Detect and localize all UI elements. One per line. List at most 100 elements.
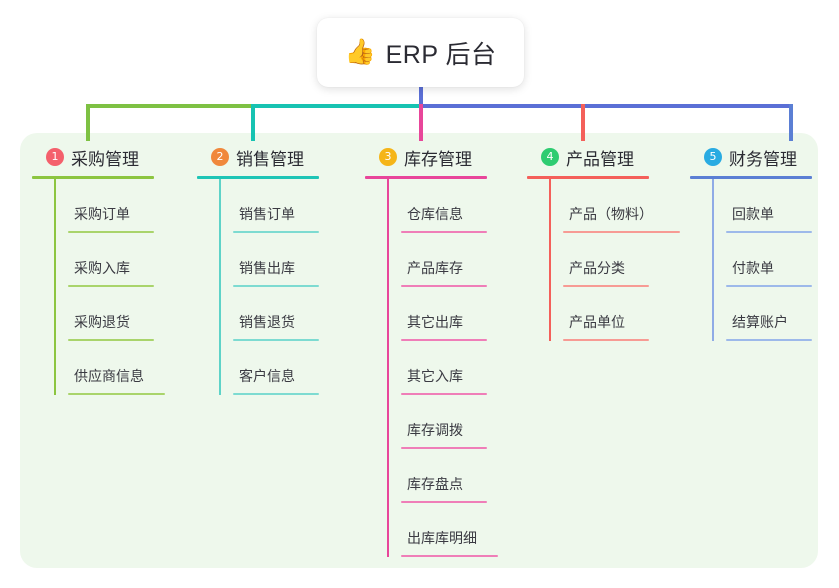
list-item-rule (563, 339, 649, 341)
branch-rule-3 (365, 176, 487, 179)
list-item-label: 供应商信息 (74, 368, 144, 384)
list-item[interactable]: 供应商信息 (54, 341, 182, 395)
list-item[interactable]: 库存盘点 (387, 449, 525, 503)
list-item-rule (233, 231, 319, 233)
branch-column-4[interactable]: 4 产品管理 产品（物料） 产品分类 产品单位 (527, 143, 697, 341)
list-item-label: 回款单 (732, 206, 774, 222)
list-item-rule (401, 501, 487, 503)
list-item[interactable]: 出库库明细 (387, 503, 525, 557)
list-item[interactable]: 结算账户 (712, 287, 839, 341)
list-item-rule (401, 231, 487, 233)
list-item[interactable]: 其它出库 (387, 287, 525, 341)
list-item-rule (563, 231, 680, 233)
list-item[interactable]: 产品（物料） (549, 179, 697, 233)
branch-header-5[interactable]: 5 财务管理 (690, 143, 839, 171)
branch-rule-4 (527, 176, 649, 179)
list-item-rule (233, 339, 319, 341)
branch-trunk-5 (712, 179, 714, 341)
thumbs-up-icon: 👍 (344, 38, 376, 66)
list-item[interactable]: 销售出库 (219, 233, 347, 287)
branch-title-1: 采购管理 (71, 149, 139, 169)
branch-title-4: 产品管理 (566, 149, 634, 169)
list-item[interactable]: 客户信息 (219, 341, 347, 395)
branch-column-1[interactable]: 1 采购管理 采购订单 采购入库 采购退货 供应商信息 (32, 143, 182, 395)
drop-line-column-2 (251, 104, 255, 141)
list-item-label: 采购入库 (74, 260, 130, 276)
list-item-rule (401, 447, 487, 449)
branch-rule-2 (197, 176, 319, 179)
branch-rule-1 (32, 176, 154, 179)
drop-line-column-4 (581, 104, 585, 141)
branch-items-4: 产品（物料） 产品分类 产品单位 (527, 179, 697, 341)
branch-badge-3: 3 (379, 148, 397, 166)
root-title: ERP 后台 (385, 40, 497, 69)
list-item-label: 销售退货 (239, 314, 295, 330)
list-item-label: 付款单 (732, 260, 774, 276)
list-item-label: 出库库明细 (407, 530, 477, 546)
list-item-label: 产品库存 (407, 260, 463, 276)
branch-trunk-3 (387, 179, 389, 557)
branches-panel (20, 133, 818, 568)
list-item[interactable]: 回款单 (712, 179, 839, 233)
list-item-rule (726, 339, 812, 341)
list-item[interactable]: 产品库存 (387, 233, 525, 287)
list-item-label: 库存盘点 (407, 476, 463, 492)
branch-title-2: 销售管理 (236, 149, 304, 169)
list-item[interactable]: 销售订单 (219, 179, 347, 233)
list-item-rule (401, 339, 487, 341)
list-item[interactable]: 采购入库 (54, 233, 182, 287)
branch-title-5: 财务管理 (729, 149, 797, 169)
list-item-rule (726, 231, 812, 233)
list-item[interactable]: 其它入库 (387, 341, 525, 395)
root-stem (419, 86, 423, 108)
list-item[interactable]: 产品分类 (549, 233, 697, 287)
branch-rule-5 (690, 176, 812, 179)
branch-trunk-4 (549, 179, 551, 341)
branch-header-1[interactable]: 1 采购管理 (32, 143, 182, 171)
connector-segment-blue (419, 104, 793, 108)
list-item[interactable]: 付款单 (712, 233, 839, 287)
list-item-label: 库存调拨 (407, 422, 463, 438)
connector-segment-green (86, 104, 253, 108)
list-item-label: 产品分类 (569, 260, 625, 276)
branch-column-2[interactable]: 2 销售管理 销售订单 销售出库 销售退货 客户信息 (197, 143, 347, 395)
branch-badge-2: 2 (211, 148, 229, 166)
list-item-label: 销售出库 (239, 260, 295, 276)
branch-badge-4: 4 (541, 148, 559, 166)
list-item[interactable]: 采购订单 (54, 179, 182, 233)
branch-header-3[interactable]: 3 库存管理 (365, 143, 525, 171)
list-item-rule (726, 285, 812, 287)
list-item-label: 仓库信息 (407, 206, 463, 222)
list-item[interactable]: 产品单位 (549, 287, 697, 341)
list-item-rule (68, 393, 165, 395)
list-item-rule (68, 285, 154, 287)
branch-column-3[interactable]: 3 库存管理 仓库信息 产品库存 其它出库 其它入库 库存调拨 (365, 143, 525, 557)
list-item-label: 采购退货 (74, 314, 130, 330)
branch-header-4[interactable]: 4 产品管理 (527, 143, 697, 171)
list-item-rule (401, 555, 498, 557)
list-item-rule (563, 285, 649, 287)
list-item[interactable]: 库存调拨 (387, 395, 525, 449)
branch-title-3: 库存管理 (404, 149, 472, 169)
branch-badge-1: 1 (46, 148, 64, 166)
list-item[interactable]: 采购退货 (54, 287, 182, 341)
list-item-label: 销售订单 (239, 206, 295, 222)
branch-badge-5: 5 (704, 148, 722, 166)
list-item-rule (68, 339, 154, 341)
branch-header-2[interactable]: 2 销售管理 (197, 143, 347, 171)
list-item-label: 结算账户 (732, 314, 788, 330)
branch-items-3: 仓库信息 产品库存 其它出库 其它入库 库存调拨 库存盘点 (365, 179, 525, 557)
root-node[interactable]: 👍 ERP 后台 (317, 18, 524, 87)
drop-line-column-1 (86, 104, 90, 141)
branch-trunk-2 (219, 179, 221, 395)
list-item[interactable]: 销售退货 (219, 287, 347, 341)
drop-line-column-3 (419, 104, 423, 141)
list-item[interactable]: 仓库信息 (387, 179, 525, 233)
connector-segment-teal (251, 104, 421, 108)
list-item-rule (233, 393, 319, 395)
list-item-rule (68, 231, 154, 233)
branch-column-5[interactable]: 5 财务管理 回款单 付款单 结算账户 (690, 143, 839, 341)
branch-items-2: 销售订单 销售出库 销售退货 客户信息 (197, 179, 347, 395)
list-item-label: 其它出库 (407, 314, 463, 330)
